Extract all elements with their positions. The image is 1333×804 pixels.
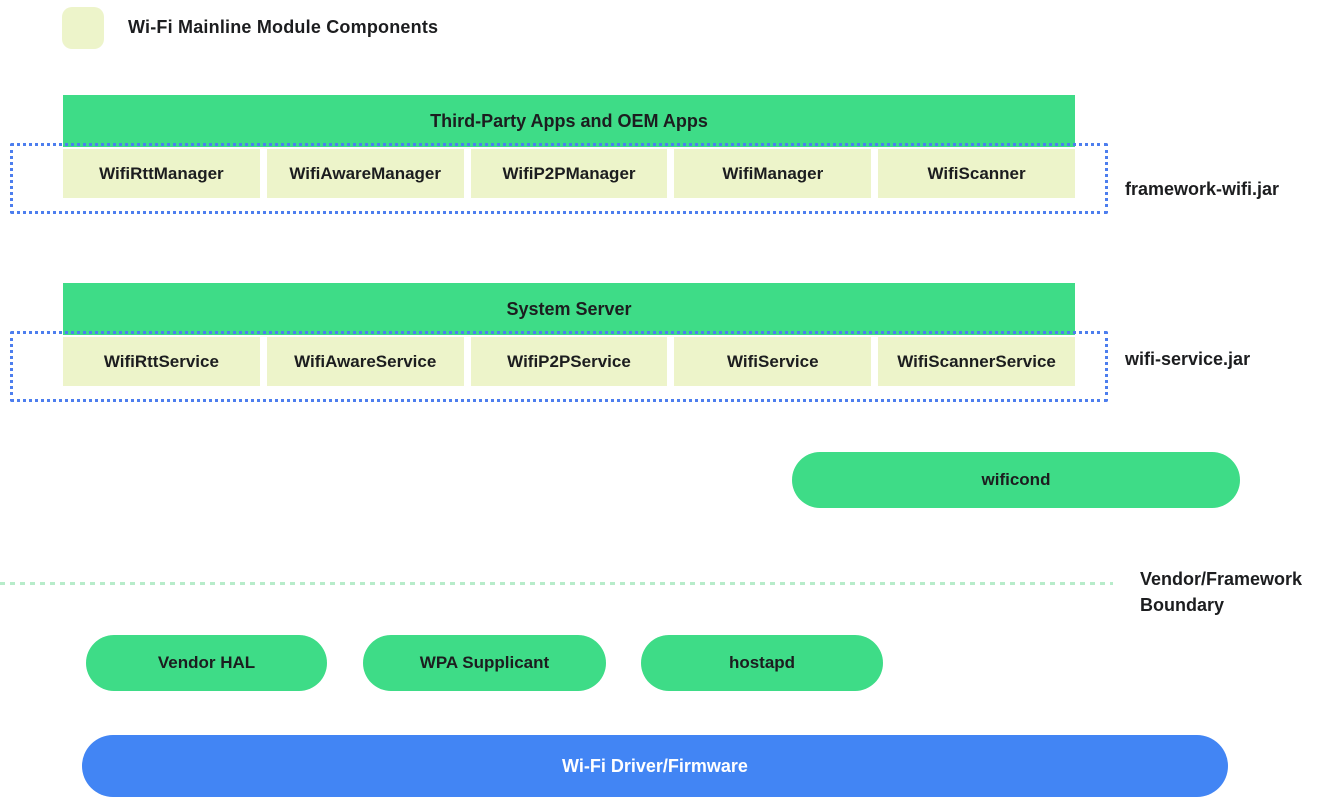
vendor-framework-boundary-line xyxy=(0,582,1113,585)
box-wifip2pservice: WifiP2PService xyxy=(470,337,668,386)
legend-label: Wi-Fi Mainline Module Components xyxy=(128,17,439,37)
box-wifirttservice: WifiRttService xyxy=(63,337,260,386)
box-wifirttmanager: WifiRttManager xyxy=(63,149,260,198)
box-wifiscanner: WifiScanner xyxy=(878,149,1075,198)
wpa-supplicant-pill: WPA Supplicant xyxy=(363,635,606,691)
boundary-label-line1: Vendor/Framework xyxy=(1140,569,1303,589)
hostapd-pill: hostapd xyxy=(641,635,883,691)
boundary-label-line2: Boundary xyxy=(1140,595,1225,615)
service-row: WifiRttService WifiAwareService WifiP2PS… xyxy=(63,337,1075,386)
framework-manager-row: WifiRttManager WifiAwareManager WifiP2PM… xyxy=(63,149,1075,198)
wifi-driver-firmware-bar: Wi-Fi Driver/Firmware xyxy=(82,735,1228,797)
third-party-apps-header: Third-Party Apps and OEM Apps xyxy=(63,95,1075,147)
vendor-framework-boundary-label: Vendor/Framework Boundary xyxy=(1140,566,1302,618)
system-server-header: System Server xyxy=(63,283,1075,335)
legend-mainline-swatch xyxy=(62,7,104,49)
framework-wifi-jar-label: framework-wifi.jar xyxy=(1125,179,1280,199)
box-wifiservice: WifiService xyxy=(674,337,872,386)
box-wifiscannerservice: WifiScannerService xyxy=(878,337,1075,386)
wifi-service-jar-label: wifi-service.jar xyxy=(1125,349,1251,369)
wificond-pill: wificond xyxy=(792,452,1240,508)
box-wifip2pmanager: WifiP2PManager xyxy=(470,149,668,198)
box-wifiawaremanager: WifiAwareManager xyxy=(266,149,464,198)
vendor-hal-pill: Vendor HAL xyxy=(86,635,327,691)
box-wifimanager: WifiManager xyxy=(674,149,872,198)
box-wifiawareservice: WifiAwareService xyxy=(266,337,464,386)
